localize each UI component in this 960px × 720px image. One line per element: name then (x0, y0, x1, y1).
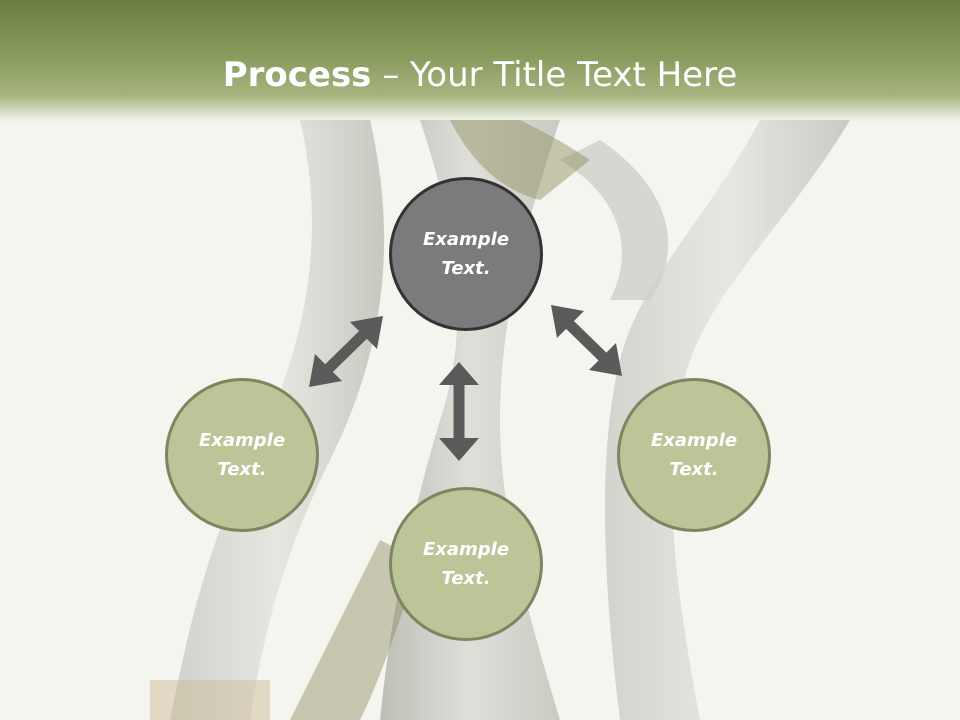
header-band (0, 0, 960, 122)
node-left[interactable]: Example Text. (165, 378, 319, 532)
double-arrow-vertical (439, 362, 479, 461)
title-bold: Process (222, 55, 372, 95)
node-right[interactable]: Example Text. (617, 378, 771, 532)
node-center-label: Example Text. (422, 229, 510, 279)
title-rest: – Your Title Text Here (371, 55, 738, 95)
node-bottom-label: Example Text. (422, 539, 510, 589)
node-bottom[interactable]: Example Text. (389, 487, 543, 641)
node-center[interactable]: Example Text. (389, 177, 543, 331)
double-arrow-left (309, 316, 383, 387)
node-left-label: Example Text. (198, 430, 286, 480)
double-arrow-right (551, 305, 622, 376)
slide-title: Process – Your Title Text Here (0, 52, 960, 98)
node-right-label: Example Text. (650, 430, 738, 480)
